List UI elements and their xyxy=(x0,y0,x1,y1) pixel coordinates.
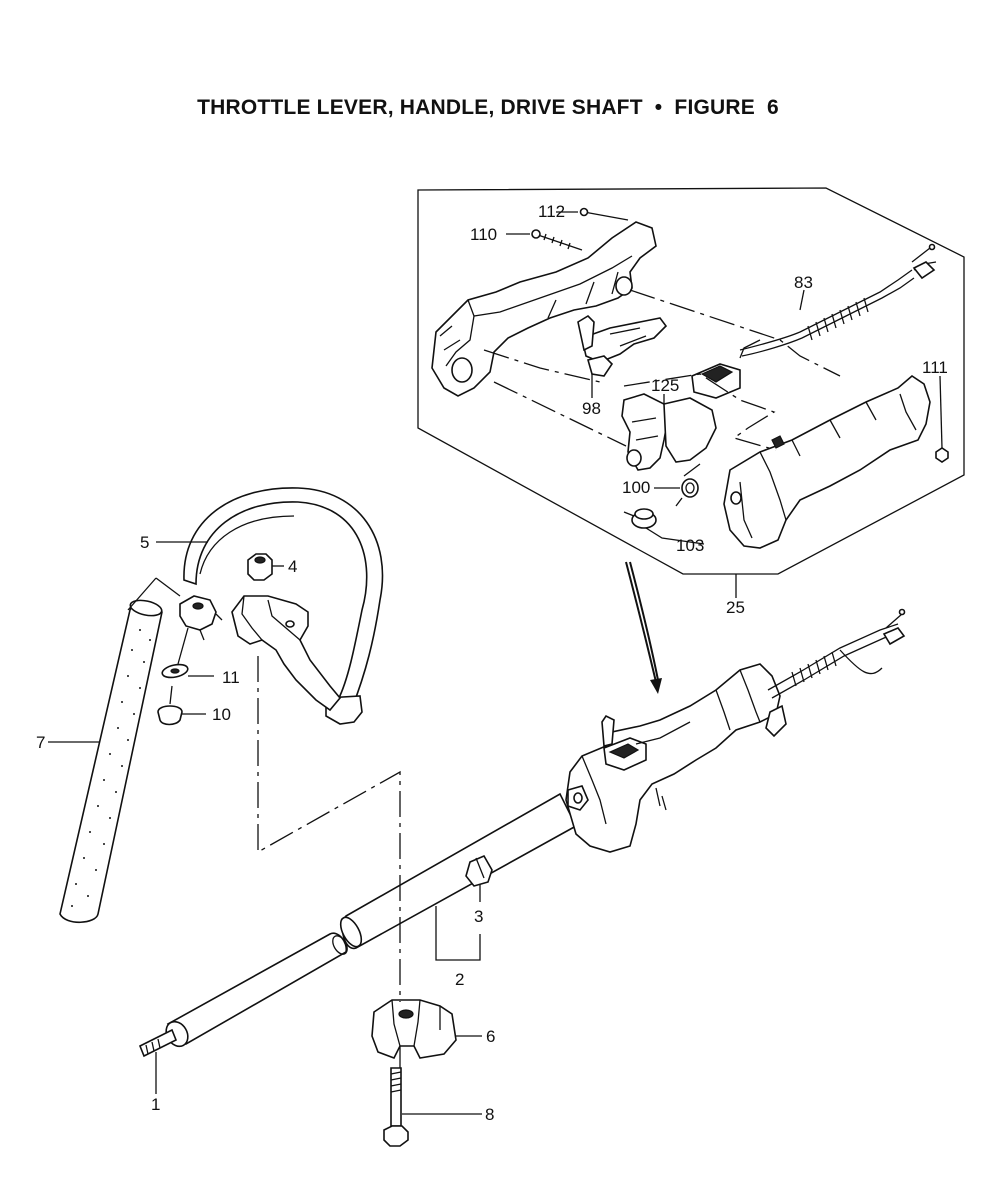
upper-handle-half xyxy=(431,221,657,397)
callout-4: 4 xyxy=(288,557,297,576)
detail-inset-frame xyxy=(417,187,965,575)
callout-3: 3 xyxy=(474,907,483,926)
detail-arrow xyxy=(625,561,662,694)
throttle-lockout-125 xyxy=(621,393,717,471)
outer-tube-2 xyxy=(339,792,578,949)
callout-2: 2 xyxy=(455,970,464,989)
throttle-trigger-98 xyxy=(577,314,668,377)
screw-110 xyxy=(531,229,583,251)
knob-103 xyxy=(623,508,657,529)
knob-10 xyxy=(157,685,183,726)
callout-11: 11 xyxy=(222,668,240,687)
callout-125: 125 xyxy=(651,376,679,395)
washer-11 xyxy=(161,663,189,679)
clamp-6 xyxy=(371,999,457,1060)
screw-112 xyxy=(579,207,629,221)
callout-10: 10 xyxy=(212,705,231,724)
callout-110: 110 xyxy=(470,225,497,244)
grip-7 xyxy=(59,599,163,924)
drive-shaft-tube-1 xyxy=(138,932,348,1058)
bolt-8 xyxy=(383,1067,409,1147)
stop-switch xyxy=(691,363,741,399)
throttle-handle-assembly-25 xyxy=(565,663,787,853)
callout-103: 103 xyxy=(676,536,704,555)
nut-111 xyxy=(935,447,949,463)
callout-98: 98 xyxy=(582,399,601,418)
callout-7: 7 xyxy=(36,733,45,752)
callout-8: 8 xyxy=(485,1105,494,1124)
callout-111: 111 xyxy=(922,358,948,377)
assembled-cable xyxy=(767,608,906,699)
callout-6: 6 xyxy=(486,1027,495,1046)
callout-25: 25 xyxy=(726,598,745,617)
callout-1: 1 xyxy=(151,1095,160,1114)
callout-5: 5 xyxy=(140,533,149,552)
callout-100: 100 xyxy=(622,478,650,497)
nut-4 xyxy=(247,553,273,581)
throttle-cable-83 xyxy=(739,243,937,359)
figure-title: THROTTLE LEVER, HANDLE, DRIVE SHAFT • FI… xyxy=(197,96,779,119)
spring-100 xyxy=(675,463,701,507)
handle-bracket xyxy=(179,595,342,712)
lower-handle-half xyxy=(723,374,931,549)
callout-83: 83 xyxy=(794,273,813,292)
callout-112: 112 xyxy=(538,202,565,221)
